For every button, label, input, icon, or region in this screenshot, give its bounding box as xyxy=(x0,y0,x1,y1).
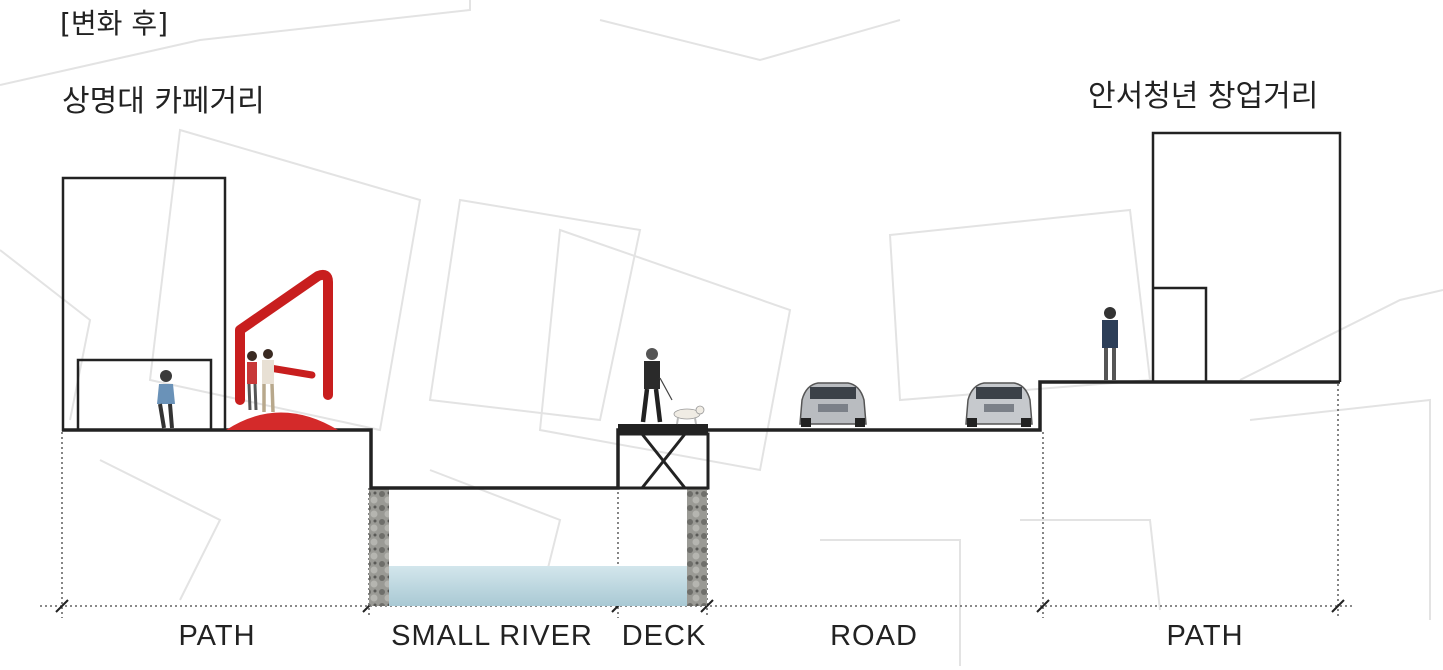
segment-label-path-left: PATH xyxy=(178,620,256,652)
segment-label-deck: DECK xyxy=(621,620,707,652)
left-building xyxy=(61,176,227,432)
right-street-label: 안서청년 창업거리 xyxy=(1088,79,1319,114)
stone-wall-left xyxy=(369,488,389,606)
segment-label-path-right: PATH xyxy=(1166,620,1244,652)
person-left-walking xyxy=(157,370,175,429)
left-street-label: 상명대 카페거리 xyxy=(62,84,265,119)
person-walking-dog xyxy=(640,348,705,425)
right-building xyxy=(1151,131,1342,382)
people-on-sculpture xyxy=(247,349,275,413)
car-left xyxy=(799,382,867,427)
red-sculpture xyxy=(226,269,338,430)
person-right-standing xyxy=(1102,307,1118,381)
car-right xyxy=(965,382,1033,427)
segment-label-small-river: SMALL RIVER xyxy=(391,620,593,652)
segment-label-road: ROAD xyxy=(830,620,918,652)
river-water xyxy=(389,566,687,606)
heading-after-change: [변화 후] xyxy=(60,7,169,40)
deck-structure xyxy=(616,424,710,490)
stone-wall-right xyxy=(687,488,707,606)
